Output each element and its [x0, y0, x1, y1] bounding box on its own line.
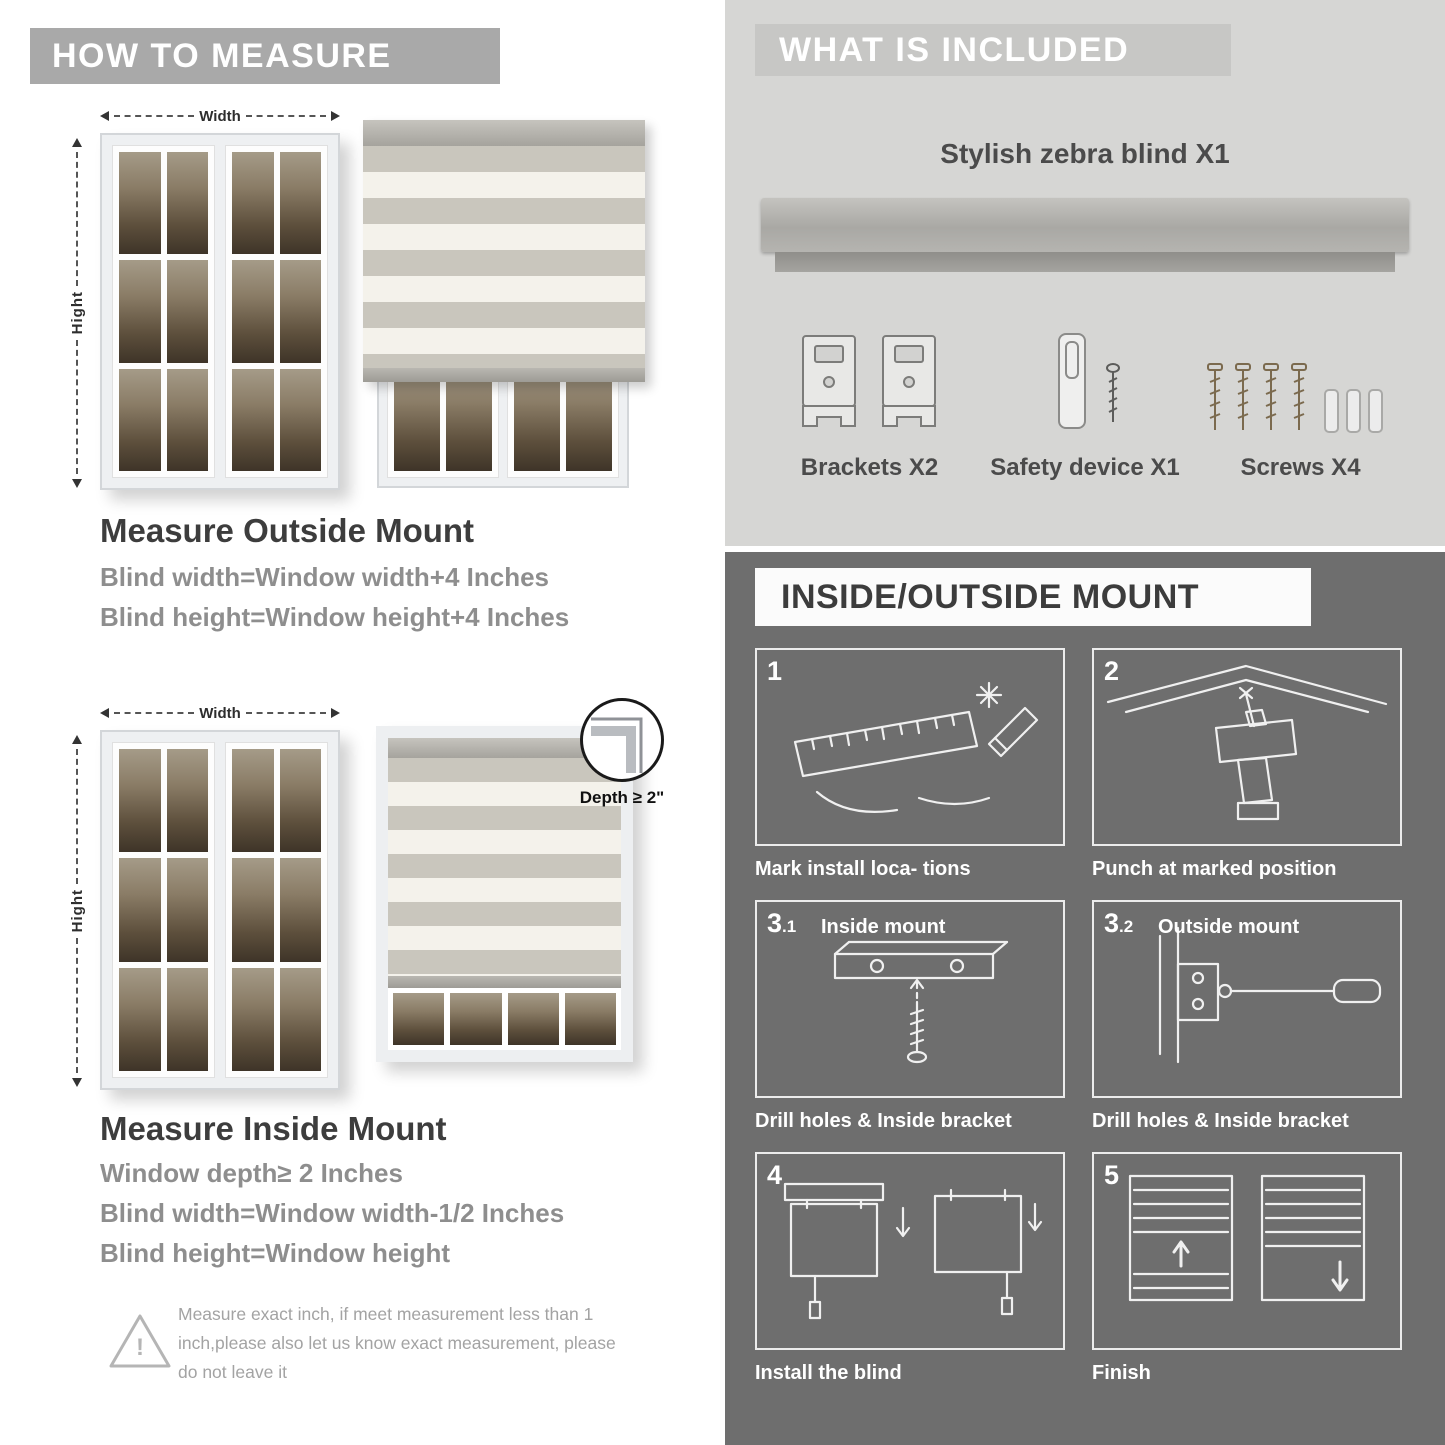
drill-icon	[1106, 664, 1388, 821]
inside-mount-title: Measure Inside Mount	[100, 1110, 447, 1147]
brackets-label: Brackets X2	[800, 454, 939, 481]
step-title-inside-mount: Inside mount	[821, 916, 946, 938]
step-number: 1	[767, 656, 783, 686]
step-panel-3-2: 3.2 Outside mount	[1092, 900, 1402, 1098]
arrow-down-icon	[72, 479, 82, 489]
step-number: 3	[767, 908, 783, 938]
included-item-brackets: Brackets X2	[767, 320, 972, 482]
arrow-up-icon	[72, 138, 82, 147]
step-caption-5: Finish	[1092, 1362, 1151, 1384]
exclamation-mark: !	[136, 1334, 144, 1361]
arrow-right-icon	[331, 111, 341, 121]
step-panel-3-1: 3.1 Inside mount	[755, 900, 1065, 1098]
window-illustration-outside	[100, 133, 340, 490]
arrow-down-icon	[72, 1078, 82, 1088]
step-number: 4	[767, 1160, 783, 1190]
blind-stripes	[363, 146, 645, 368]
arrow-left-icon	[100, 708, 109, 718]
outside-height-rule: Blind height=Window height+4 Inches	[100, 602, 570, 632]
screws-icon	[1206, 363, 1383, 433]
inside-height-rule: Blind height=Window height	[100, 1238, 450, 1268]
step-panel-2: 2	[1092, 648, 1402, 846]
outside-height-arrow: Hight	[64, 138, 90, 489]
what-is-included-panel: WHAT IS INCLUDED Stylish zebra blind X1	[725, 0, 1445, 546]
step-caption-3-1: Drill holes & Inside bracket	[755, 1110, 1012, 1132]
depth-note: Depth ≥ 2"	[579, 788, 665, 807]
width-label: Width	[199, 704, 241, 722]
safety-device-icon	[1058, 333, 1120, 429]
step-caption-1: Mark install loca- tions	[755, 858, 971, 880]
inside-height-arrow: Hight	[64, 735, 90, 1088]
window-illustration-inside	[100, 730, 340, 1090]
arrow-right-icon	[331, 708, 341, 718]
brackets-icon	[801, 335, 936, 427]
inside-bracket-screw-icon	[833, 940, 1009, 1064]
included-item-safety-device: Safety device X1	[980, 320, 1190, 482]
warning-triangle-icon: !	[105, 1310, 175, 1374]
step-caption-4: Install the blind	[755, 1362, 902, 1384]
inside-outside-mount-header: INSIDE/OUTSIDE MOUNT	[755, 568, 1311, 626]
blind-bottom-rail	[363, 368, 645, 382]
step-panel-5: 5	[1092, 1152, 1402, 1350]
blind-item-label: Stylish zebra blind X1	[940, 138, 1230, 169]
measure-warning-text: Measure exact inch, if meet measurement …	[178, 1304, 616, 1382]
finished-blinds-icon	[1128, 1174, 1366, 1302]
outside-width-rule: Blind width=Window width+4 Inches	[100, 562, 549, 592]
width-label: Width	[199, 107, 241, 125]
outside-mount-blind-illustration	[363, 120, 645, 492]
step-panel-4: 4	[755, 1152, 1065, 1350]
included-item-screws: Screws X4	[1193, 320, 1408, 482]
window-sash	[225, 145, 328, 478]
step-title-outside-mount: Outside mount	[1158, 916, 1300, 938]
outside-mount-title: Measure Outside Mount	[100, 512, 475, 549]
inside-width-arrow: Width	[100, 703, 341, 723]
safety-device-label: Safety device X1	[990, 454, 1180, 481]
step-number: 2	[1104, 656, 1120, 686]
step-number: 3	[1104, 908, 1120, 938]
inside-width-rule: Blind width=Window width-1/2 Inches	[100, 1198, 565, 1228]
step-caption-3-2: Drill holes & Inside bracket	[1092, 1110, 1349, 1132]
arrow-left-icon	[100, 111, 109, 121]
blind-headrail-illustration	[761, 198, 1409, 252]
depth-detail-circle	[580, 698, 664, 782]
blind-cassette	[388, 738, 621, 758]
what-is-included-title: WHAT IS INCLUDED	[779, 30, 1130, 69]
step-number: 5	[1104, 1160, 1120, 1190]
arrow-up-icon	[72, 735, 82, 744]
what-is-included-header: WHAT IS INCLUDED	[755, 24, 1231, 76]
height-label: Hight	[68, 889, 86, 933]
blind-headrail-shadow	[775, 252, 1395, 272]
window-corner-icon	[591, 717, 643, 773]
blind-cassette	[363, 120, 645, 146]
blind-bottom-rail	[388, 976, 621, 988]
window-panes-below-blind	[388, 988, 621, 1050]
inside-mount-blind-illustration	[376, 726, 633, 1062]
zebra-blind	[363, 120, 645, 382]
inside-outside-mount-panel: INSIDE/OUTSIDE MOUNT 1 Mark install loca…	[725, 552, 1445, 1445]
height-label: Hight	[68, 291, 86, 335]
how-to-measure-header: HOW TO MEASURE	[30, 28, 500, 84]
outside-bracket-screwdriver-icon	[1158, 926, 1382, 1064]
step-panel-1: 1	[755, 648, 1065, 846]
inside-outside-mount-title: INSIDE/OUTSIDE MOUNT	[781, 577, 1200, 616]
screws-label: Screws X4	[1240, 454, 1361, 481]
how-to-measure-title: HOW TO MEASURE	[52, 36, 392, 75]
step-caption-2: Punch at marked position	[1092, 858, 1337, 880]
measure-mark-icon	[793, 681, 1039, 813]
window-sash	[112, 145, 215, 478]
outside-width-arrow: Width	[100, 106, 341, 126]
install-blind-icon	[783, 1182, 1043, 1320]
inside-depth-rule: Window depth≥ 2 Inches	[100, 1158, 403, 1188]
blind-stripes	[388, 758, 621, 976]
